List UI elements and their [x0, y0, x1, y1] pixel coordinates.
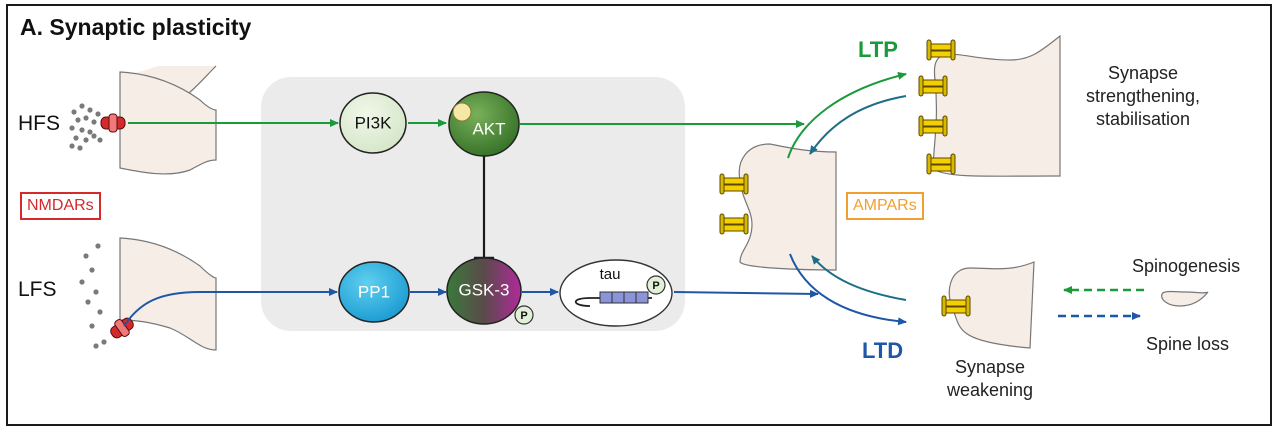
pi3k-label: PI3K — [355, 113, 393, 132]
pp1-label: PP1 — [358, 282, 390, 301]
gsk3-label: GSK-3 — [458, 280, 509, 299]
tau-phospho-circle — [646, 275, 666, 295]
ltd-label: LTD — [862, 338, 904, 363]
tau-strand — [574, 297, 652, 307]
hfs-nmdar-receptor — [100, 113, 126, 133]
hfs-vesicles — [69, 103, 103, 151]
akt-label: AKT — [472, 119, 505, 138]
ltd-outcome-text: Synapse weakening — [930, 356, 1050, 402]
ltd-spine — [948, 261, 1035, 349]
ltp-outcome-line1: Synapse — [1107, 63, 1179, 83]
small-spine — [1161, 290, 1209, 307]
arrow-to-ltp — [787, 72, 907, 159]
spine-loss-label: Spine loss — [1146, 334, 1230, 354]
hfs-label: HFS — [18, 112, 60, 135]
arrow-from-ltp — [809, 95, 907, 155]
pp1-node: PP1 — [338, 261, 410, 323]
ltd-outcome-line1: Synapse — [954, 357, 1026, 377]
tau-phospho-label: P — [652, 280, 659, 292]
lfs-nmdar-receptor — [110, 317, 134, 339]
gsk3-phospho-label: P — [520, 310, 527, 322]
central-spine — [738, 143, 837, 271]
ltd-outcome-line2: weakening — [946, 380, 1034, 400]
arrow-to-ltd — [789, 253, 907, 326]
figure-title: A. Synaptic plasticity — [20, 14, 252, 40]
spinogenesis-label: Spinogenesis — [1132, 256, 1241, 276]
gsk3-phospho-circle — [514, 305, 534, 325]
ltp-outcome-line2: strengthening, — [1085, 86, 1201, 106]
lfs-vesicles — [79, 243, 107, 349]
figure-frame — [6, 4, 1272, 426]
ltp-outcome-line3: stabilisation — [1095, 109, 1191, 129]
arrow-from-ltd — [811, 255, 907, 301]
lfs-label: LFS — [18, 278, 57, 301]
lfs-spine — [119, 237, 217, 351]
ltp-label: LTP — [858, 37, 898, 62]
ltp-outcome-text: Synapse strengthening, stabilisation — [1078, 62, 1208, 131]
arrow-lfs-to-pp1 — [123, 288, 338, 327]
akt-node: AKT — [448, 91, 520, 157]
ampar-receptors — [719, 39, 971, 317]
arrow-tau-to-ltd — [673, 289, 819, 298]
nmdar-label: NMDARs — [20, 192, 101, 220]
pi3k-node: PI3K — [339, 92, 407, 154]
tau-label: tau — [600, 266, 621, 283]
gsk3-node: GSK-3 P — [446, 257, 534, 325]
ampar-label: AMPARs — [846, 192, 924, 220]
tau-node: tau P — [559, 259, 673, 327]
